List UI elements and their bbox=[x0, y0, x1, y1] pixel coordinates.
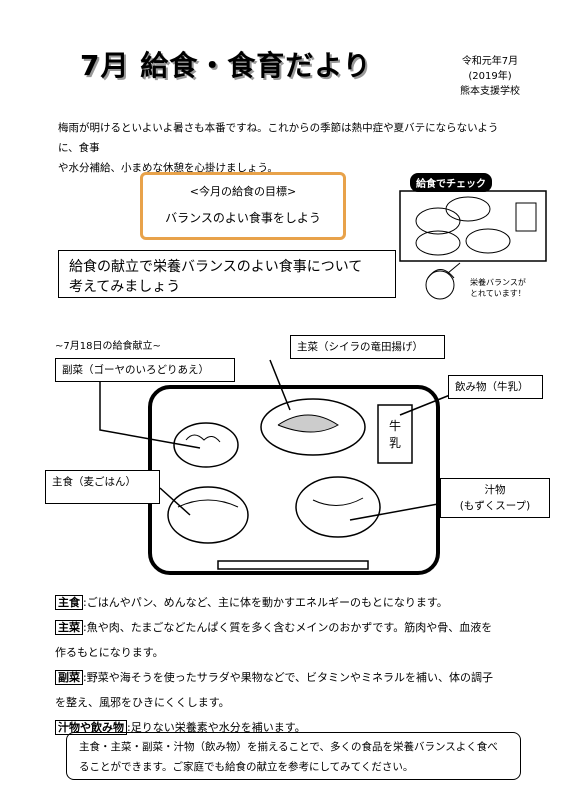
label-shushoku: 主食（麦ごはん） bbox=[45, 470, 160, 504]
tray-sketch-icon bbox=[399, 190, 547, 300]
legend-item: 汁物や飲み物:足りない栄養素や水分を補います。 bbox=[55, 715, 515, 740]
check-caption-1: 栄養バランスが bbox=[470, 278, 526, 287]
check-illustration: 給食でチェック 栄養バランスが とれています！ bbox=[398, 173, 548, 308]
issue-info: 令和元年7月 (2019年) 熊本支援学校 bbox=[445, 54, 535, 99]
legend-text: :魚や肉、たまごなどたんぱく質を多く含むメインのおかずです。筋肉や骨、血液を bbox=[83, 621, 493, 634]
legend-item: 主食:ごはんやパン、めんなど、主に体を動かすエネルギーのもとになります。 bbox=[55, 590, 515, 615]
label-shirumono: 汁物 (もずくスープ) bbox=[440, 478, 550, 518]
issue-date: 令和元年7月 bbox=[461, 56, 519, 67]
legend-item: 主菜:魚や肉、たまごなどたんぱく質を多く含むメインのおかずです。筋肉や骨、血液を bbox=[55, 615, 515, 640]
legend-continuation: 作るもとになります。 bbox=[55, 646, 164, 659]
intro-text: 梅雨が明けるといよいよ暑さも本番ですね。これからの季節は熱中症や夏バテにならない… bbox=[58, 118, 518, 178]
summary-line-1: 主食・主菜・副菜・汁物（飲み物）を揃えることで、多くの食品を栄養バランスよく食べ bbox=[79, 741, 498, 753]
check-title: 給食でチェック bbox=[410, 173, 492, 192]
svg-text:乳: 乳 bbox=[389, 436, 401, 450]
legend-text: :野菜や海そうを使ったサラダや果物などで、ビタミンやミネラルを補い、体の調子 bbox=[83, 671, 494, 684]
label-fukusai: 副菜（ゴーヤのいろどりあえ） bbox=[55, 358, 235, 382]
legend-tag: 副菜 bbox=[55, 670, 83, 685]
food-group-legend: 主食:ごはんやパン、めんなど、主に体を動かすエネルギーのもとになります。 主菜:… bbox=[55, 590, 515, 740]
shirumono-line-2: (もずくスープ) bbox=[459, 500, 531, 512]
page-title: 7月 給食・食育だより bbox=[80, 49, 372, 82]
label-nomimono: 飲み物（牛乳） bbox=[448, 375, 543, 399]
purpose-box: 給食の献立で栄養バランスのよい食事について 考えてみましょう bbox=[58, 250, 396, 298]
intro-line-1: 梅雨が明けるといよいよ暑さも本番ですね。これからの季節は熱中症や夏バテにならない… bbox=[58, 122, 499, 154]
legend-tag: 主菜 bbox=[55, 620, 83, 635]
school-name: 熊本支援学校 bbox=[460, 86, 520, 97]
shirumono-line-1: 汁物 bbox=[484, 484, 506, 496]
goal-heading: <今月の給食の目標> bbox=[189, 185, 297, 198]
legend-tag: 主食 bbox=[55, 595, 83, 610]
purpose-line-1: 給食の献立で栄養バランスのよい食事について bbox=[69, 259, 363, 275]
meal-dishes-icon: 牛 乳 bbox=[167, 398, 413, 570]
menu-heading: ~7月18日の給食献立~ bbox=[55, 341, 161, 352]
purpose-line-2: 考えてみましょう bbox=[69, 279, 181, 295]
intro-line-2: や水分補給、小まめな休憩を心掛けましょう。 bbox=[58, 162, 278, 174]
check-caption: 栄養バランスが とれています！ bbox=[470, 277, 526, 299]
summary-box: 主食・主菜・副菜・汁物（飲み物）を揃えることで、多くの食品を栄養バランスよく食べ… bbox=[66, 732, 521, 780]
label-shusai: 主菜（シイラの竜田揚げ） bbox=[290, 335, 445, 359]
legend-item: 副菜:野菜や海そうを使ったサラダや果物などで、ビタミンやミネラルを補い、体の調子 bbox=[55, 665, 515, 690]
legend-text: :ごはんやパン、めんなど、主に体を動かすエネルギーのもとになります。 bbox=[83, 596, 448, 609]
issue-year: (2019年) bbox=[468, 71, 512, 82]
monthly-goal-scroll: <今月の給食の目標> バランスのよい食事をしよう bbox=[140, 172, 346, 240]
legend-text: :足りない栄養素や水分を補います。 bbox=[127, 721, 306, 734]
legend-continuation: を整え、風邪をひきにくくします。 bbox=[55, 696, 230, 709]
goal-text: バランスのよい食事をしよう bbox=[165, 211, 321, 225]
check-caption-2: とれています！ bbox=[470, 289, 526, 298]
summary-line-2: ることができます。ご家庭でも給食の献立を参考にしてみてください。 bbox=[79, 761, 414, 773]
legend-tag: 汁物や飲み物 bbox=[55, 720, 127, 735]
milk-label: 牛 bbox=[389, 418, 401, 433]
